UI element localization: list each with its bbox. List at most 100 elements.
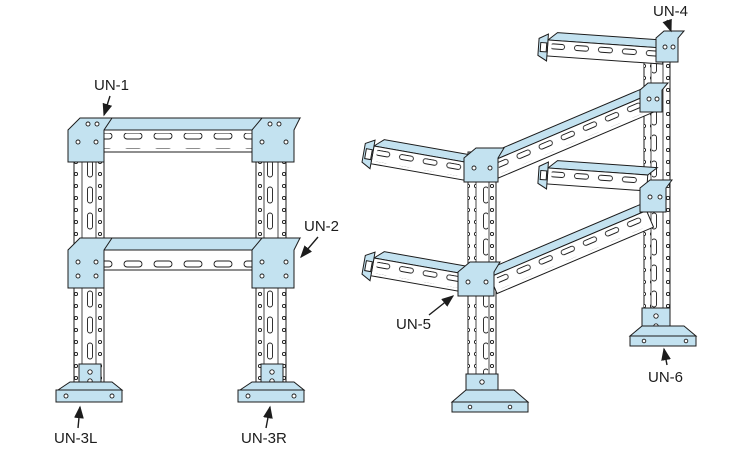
hole [93, 273, 99, 279]
callout-arrow [661, 347, 671, 366]
arm-slots [375, 149, 466, 177]
callout-label: UN-3L [54, 430, 97, 447]
base-top-face [56, 381, 124, 391]
channel-opening [364, 148, 373, 161]
hole [654, 96, 660, 102]
hole [670, 44, 676, 50]
callout-arrow [662, 18, 672, 33]
base-top-face [450, 389, 530, 403]
callout-un-6: UN-6 [648, 347, 683, 386]
arm-slots [551, 42, 660, 62]
rail-slots [80, 133, 282, 149]
callout-label: UN-5 [396, 316, 431, 333]
hole [471, 165, 477, 171]
channel-opening [364, 260, 373, 273]
callout-label: UN-3R [241, 430, 287, 447]
hole [259, 259, 265, 265]
hole [259, 139, 265, 145]
hole [291, 393, 297, 399]
hole [683, 338, 689, 344]
callout-un-3r: UN-3R [241, 405, 287, 447]
middle-left-corner-bracket [67, 237, 113, 289]
bracket-plate [463, 147, 505, 183]
hole [487, 165, 493, 171]
hole [85, 121, 91, 127]
hole [63, 393, 69, 399]
callout-label: UN-6 [648, 369, 683, 386]
rail-slots [496, 100, 647, 174]
hole [507, 404, 513, 410]
right-assembly [361, 30, 698, 413]
callout-un-3l: UN-3L [54, 405, 97, 447]
left-foot-plate [55, 363, 124, 403]
near-post-top-bracket [463, 147, 505, 183]
hole [662, 44, 668, 50]
hole [269, 369, 275, 375]
bracket-plate [639, 82, 670, 113]
top-left-corner-bracket [67, 117, 113, 163]
callout-label: UN-4 [653, 3, 688, 20]
hole [93, 259, 99, 265]
arm-slots [375, 261, 466, 289]
far-lower-arm [537, 160, 659, 192]
near-lower-arm [361, 251, 482, 294]
callout-label: UN-2 [304, 218, 339, 235]
hole [465, 279, 471, 285]
hole [276, 121, 282, 127]
hole [94, 121, 100, 127]
hole [283, 139, 289, 145]
middle-crossrail [72, 237, 302, 271]
near-post-mid-bracket [457, 261, 501, 297]
callout-un-5: UN-5 [396, 295, 455, 333]
arm-slots [551, 170, 644, 189]
base-front-face [55, 389, 123, 403]
top-crossrail [72, 117, 302, 153]
rail-slots [496, 215, 647, 289]
hole [479, 379, 485, 385]
base-top-face [628, 325, 698, 337]
hole [245, 393, 251, 399]
hole [283, 273, 289, 279]
hole [467, 404, 473, 410]
callouts: UN-1 UN-2 UN-3L UN-3R UN-4 UN-5 UN-6 [54, 3, 688, 447]
rail-top-face [488, 83, 653, 163]
base-front-face [237, 389, 305, 403]
hole [109, 393, 115, 399]
bracket-plate [251, 117, 301, 163]
left-assembly [55, 117, 306, 403]
bracket-plate [67, 117, 113, 163]
callout-label: UN-1 [94, 77, 129, 94]
callout-un-1: UN-1 [94, 77, 129, 117]
callout-un-2: UN-2 [300, 218, 339, 259]
hole [87, 369, 93, 375]
callout-arrow [300, 236, 319, 259]
far-post-foot-plate [628, 307, 698, 347]
far-lower-rail-bracket [639, 179, 673, 213]
rail-top-face [488, 198, 653, 278]
bracket-plate [655, 30, 686, 63]
hole [259, 273, 265, 279]
far-post-top-bracket [655, 30, 686, 63]
callout-arrow [428, 295, 455, 316]
hole [483, 279, 489, 285]
rail-slots [80, 252, 282, 268]
top-right-corner-bracket [251, 117, 301, 163]
hole [653, 313, 659, 319]
near-post-foot-plate [450, 373, 530, 413]
hole [75, 139, 81, 145]
hole [93, 139, 99, 145]
upper-side-rail [488, 83, 655, 180]
hole [641, 338, 647, 344]
callout-arrow [263, 405, 273, 429]
callout-arrow [102, 95, 113, 117]
channel-opening [539, 41, 548, 53]
callout-un-4: UN-4 [653, 3, 688, 33]
base-top-face [238, 381, 306, 391]
right-foot-plate [237, 363, 306, 403]
channel-opening [539, 169, 548, 181]
hole [267, 121, 273, 127]
middle-right-corner-bracket [251, 237, 301, 289]
near-upper-arm [361, 139, 482, 182]
